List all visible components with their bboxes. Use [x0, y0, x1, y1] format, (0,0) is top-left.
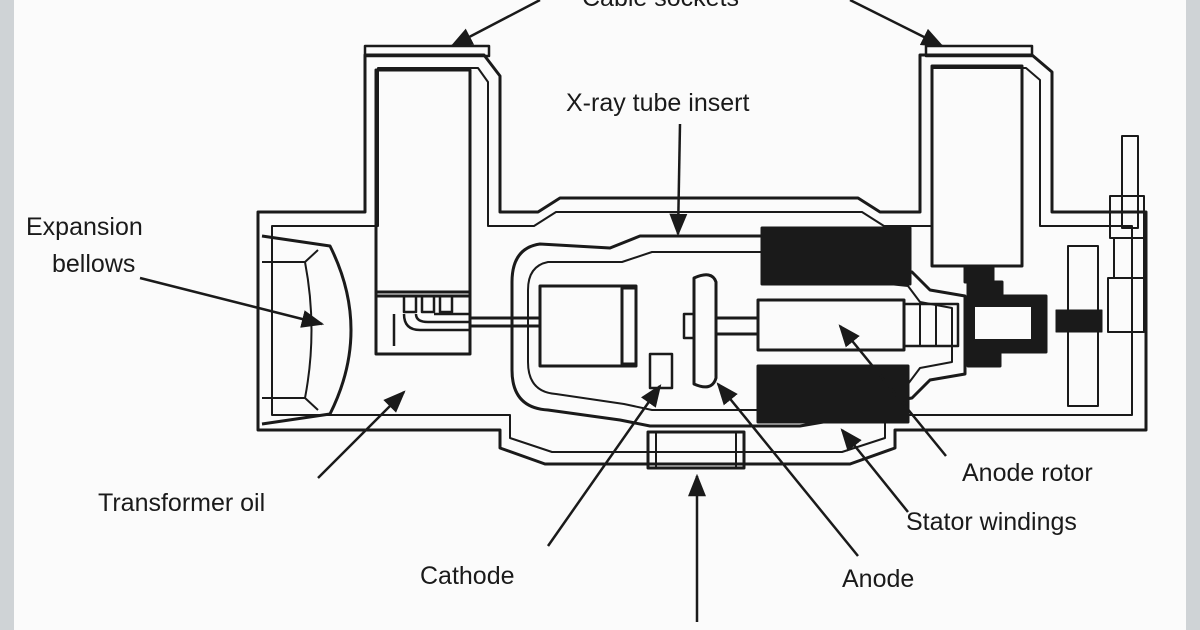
- right-cable-socket-cap: [924, 44, 1034, 58]
- label-cable-sockets: Cable sockets: [582, 0, 739, 12]
- expansion-bellows: [261, 234, 353, 426]
- label-xray-tube-insert: X-ray tube insert: [566, 89, 749, 117]
- anode-stem: [716, 316, 758, 336]
- label-expansion: Expansion: [26, 213, 143, 241]
- housing-inner: [271, 67, 1133, 453]
- rear-bracket: [1067, 245, 1099, 407]
- arrow-anode: [716, 382, 859, 557]
- stator-winding-top: [760, 226, 912, 286]
- anode-hub: [682, 312, 696, 340]
- right-socket-terminal: [963, 264, 995, 284]
- anode-disc: [692, 273, 718, 389]
- label-anode-rotor: Anode rotor: [962, 459, 1093, 487]
- label-anode: Anode: [842, 565, 914, 593]
- arrow-cathode: [546, 384, 662, 547]
- anode-rotor: [756, 298, 906, 352]
- cathode-cable: [470, 316, 540, 328]
- stator-winding-bottom: [756, 364, 910, 424]
- tube-window-detail: [655, 432, 737, 468]
- arrow-transformer-oil: [317, 390, 406, 479]
- tube-envelope-outer: [510, 234, 967, 428]
- arrow-expansion-bellows: [139, 276, 325, 328]
- arrow-xray-tube-insert: [669, 123, 688, 237]
- rear-shaft: [1055, 309, 1103, 333]
- left-socket-insert: [374, 68, 472, 298]
- cathode-cup: [620, 286, 638, 366]
- rotor-bearing-detail: [919, 304, 937, 346]
- side-connector-block-2: [1113, 237, 1145, 279]
- side-connector-rod: [1121, 135, 1139, 229]
- label-bellows: bellows: [52, 250, 135, 278]
- anode-rotor-bearing: [902, 302, 960, 348]
- left-socket-pins: [392, 296, 470, 346]
- arrow-cable-socket-left: [450, 0, 541, 48]
- label-cathode: Cathode: [420, 562, 515, 590]
- cathode-focusing-block: [648, 352, 674, 390]
- label-stator-windings: Stator windings: [906, 508, 1077, 536]
- arrow-stator-windings: [840, 428, 909, 513]
- tube-window: [646, 430, 746, 470]
- side-connector-block-3: [1107, 277, 1145, 333]
- left-cable-socket-cap: [363, 44, 491, 58]
- arrow-cable-socket-right: [849, 0, 945, 48]
- right-socket-insert: [930, 64, 1024, 268]
- expansion-bellows-inner: [262, 249, 319, 411]
- rotor-end-mount-inner: [973, 305, 1033, 341]
- arrow-anode-rotor: [838, 324, 947, 457]
- label-transformer-oil: Transformer oil: [98, 489, 265, 517]
